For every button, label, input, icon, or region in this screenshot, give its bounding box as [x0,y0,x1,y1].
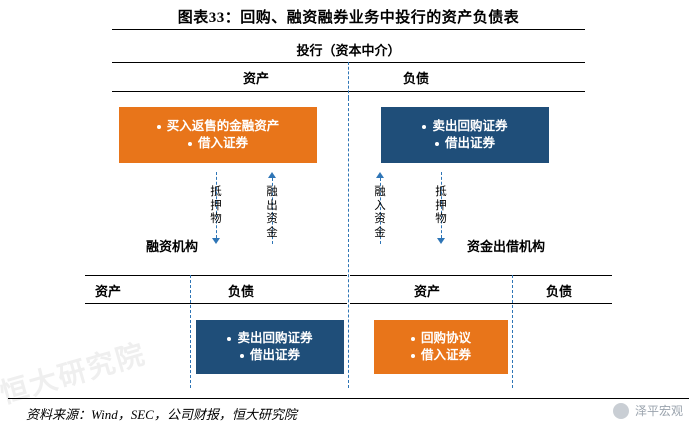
box-line: 卖出回购证券 [385,118,545,135]
box-ib-assets: 买入返售的金融资产 借入证券 [119,107,317,163]
box-line: 买入返售的金融资产 [123,118,313,135]
box-line: 借入证券 [378,347,504,364]
bottom-right-rule-upper [350,275,612,276]
bullet-icon [187,141,192,146]
arrow-line-collateral-right [441,172,442,238]
party-label-left: 融资机构 [146,239,199,254]
box-line: 借入证券 [123,135,313,152]
page-title: 图表33：回购、融资融券业务中投行的资产负债表 [177,10,520,26]
main-heading: 投行（资本中介） [296,43,401,58]
party-label-right: 资金出借机构 [467,239,546,254]
arrow-head-up [268,172,276,178]
arrow-head-down-right [437,238,445,244]
box-ib-liabilities: 卖出回购证券 借出证券 [381,107,549,163]
watermark-label: 泽平宏观 [634,404,683,418]
flow-label-funding-in: 融入资金 [374,186,386,239]
center-divider-main [348,98,349,388]
bullet-icon [410,353,415,358]
top-column-label-liabilities: 负债 [403,71,430,86]
flow-label-collateral-left: 抵押物 [210,186,222,225]
flow-label-collateral-right: 抵押物 [435,186,447,225]
bottom-left-label-liabilities: 负债 [228,284,255,299]
arrow-line-funding-in [380,178,381,244]
bullet-icon [410,336,415,341]
bottom-right-divider [512,275,513,388]
bullet-icon [422,124,427,129]
box-line: 借出证券 [385,135,545,152]
title-underline [112,29,585,30]
source-note: 资料来源：Wind，SEC，公司财报，恒大研究院 [26,407,297,422]
footer-rule [8,398,689,399]
bottom-left-rule-lower [85,303,347,304]
watermark: 泽平宏观 [612,402,683,419]
bullet-icon [227,336,232,341]
watermark-ghost: 恒大研究院 [0,337,150,410]
bottom-right-label-liabilities: 负债 [546,284,573,299]
bottom-right-label-assets: 资产 [414,284,441,299]
arrow-head-up-right [376,172,384,178]
box-line: 借出证券 [200,347,340,364]
bottom-left-label-assets: 资产 [95,284,122,299]
bottom-right-rule-lower [350,303,612,304]
box-borrower-liabilities: 卖出回购证券 借出证券 [196,320,344,374]
box-line: 卖出回购证券 [200,330,340,347]
bullet-icon [156,124,161,129]
top-column-label-assets: 资产 [243,71,270,86]
bullet-icon [434,141,439,146]
box-lender-assets: 回购协议 借入证券 [374,320,508,374]
arrow-line-collateral-left [216,172,217,238]
arrow-head-down [212,238,220,244]
watermark-logo-icon [612,402,629,419]
bullet-icon [239,353,244,358]
center-divider-top [348,62,349,98]
bottom-left-rule-upper [85,275,347,276]
arrow-line-funding-out [272,178,273,244]
flow-label-funding-out: 融出资金 [266,186,278,239]
bottom-left-divider [190,275,191,388]
box-line: 回购协议 [378,330,504,347]
